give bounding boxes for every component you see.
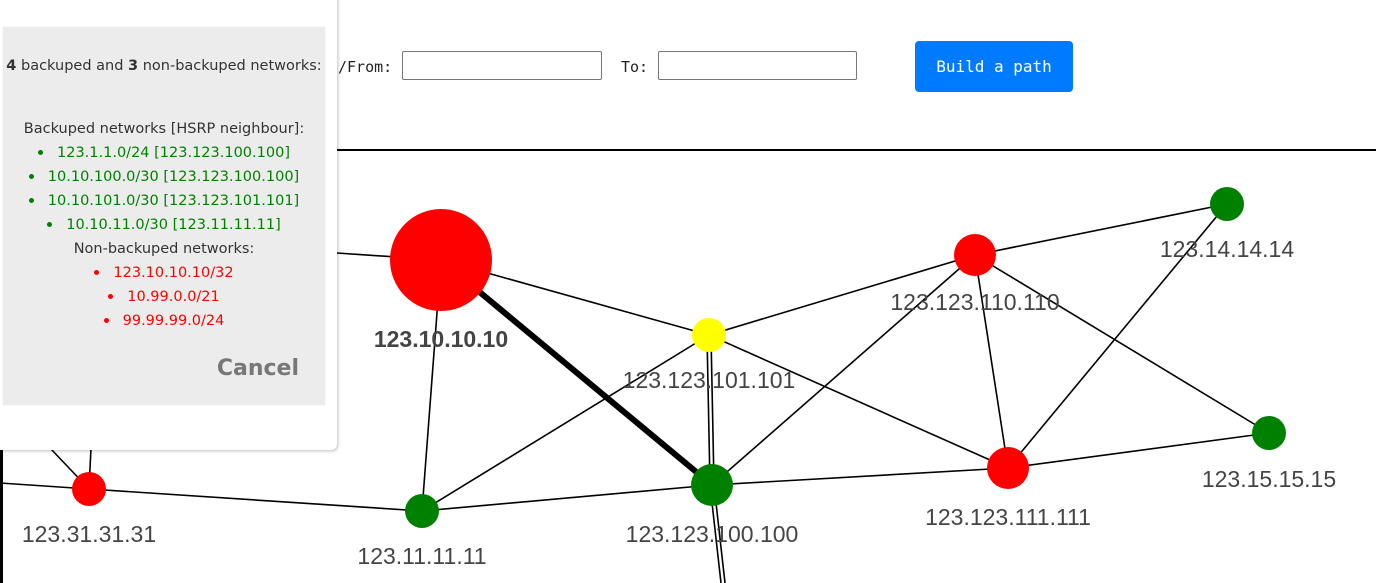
- networks-summary: 4 backuped and 3 non-backuped networks:: [3, 55, 325, 78]
- bullet-icon: [108, 293, 114, 299]
- node-123-123-110-110[interactable]: [954, 234, 996, 276]
- network-text: 99.99.99.0/24: [122, 313, 225, 329]
- edge[interactable]: [706, 334, 711, 486]
- summary-text: backuped and: [16, 58, 129, 74]
- bullet-icon: [38, 149, 43, 155]
- edge[interactable]: [708, 254, 976, 336]
- node-123-123-100-100[interactable]: [691, 464, 733, 506]
- node-123-123-111-111[interactable]: [987, 447, 1029, 489]
- non-backuped-count: 3: [128, 58, 139, 74]
- node-123-15-15-15[interactable]: [1252, 416, 1286, 450]
- network-text: 10.10.100.0/30 [123.123.100.100]: [47, 169, 300, 185]
- edge[interactable]: [421, 484, 713, 512]
- node-123-14-14-14[interactable]: [1210, 187, 1244, 221]
- edge[interactable]: [711, 254, 976, 486]
- list-item: 99.99.99.0/24: [3, 309, 325, 333]
- network-text: 10.10.11.0/30 [123.11.11.11]: [66, 217, 281, 233]
- network-text: 123.10.10.10/32: [113, 265, 234, 281]
- networks-popup: 4 backuped and 3 non-backuped networks: …: [0, 0, 337, 450]
- non-backuped-list: 123.10.10.10/32 10.99.0.0/21 99.99.99.0/…: [3, 261, 325, 333]
- bullet-icon: [94, 269, 100, 275]
- list-item: 10.10.101.0/30 [123.123.101.101]: [3, 189, 325, 213]
- graph-area-border-top: [0, 149, 1376, 151]
- networks-popup-panel: 4 backuped and 3 non-backuped networks: …: [3, 27, 325, 405]
- to-label: To:: [621, 58, 649, 76]
- graph-labels: 123.10.10.10 123.123.101.101 123.123.100…: [22, 236, 1336, 569]
- node-label: 123.10.10.10: [374, 326, 508, 352]
- bullet-icon: [103, 317, 109, 323]
- summary-text: non-backuped networks:: [138, 58, 322, 74]
- from-input[interactable]: [402, 51, 602, 80]
- node-123-123-101-101[interactable]: [692, 318, 726, 352]
- bullet-icon: [28, 173, 34, 179]
- from-label: /From:: [338, 58, 393, 76]
- edge[interactable]: [1007, 203, 1228, 469]
- edge[interactable]: [710, 334, 715, 486]
- node-label: 123.123.110.110: [890, 289, 1059, 315]
- backuped-count: 4: [6, 58, 17, 74]
- node-label: 123.123.101.101: [623, 367, 796, 393]
- cancel-button[interactable]: Cancel: [216, 356, 299, 381]
- node-123-31-31-31[interactable]: [72, 472, 106, 506]
- network-text: 10.10.101.0/30 [123.123.101.101]: [47, 193, 300, 209]
- bullet-icon: [47, 221, 53, 227]
- backuped-heading: Backuped networks [HSRP neighbour]:: [23, 121, 305, 137]
- edge[interactable]: [711, 467, 1009, 486]
- network-text: 123.1.1.0/24 [123.123.100.100]: [57, 145, 290, 161]
- path-toolbar: /From: To: Build a path: [0, 0, 1376, 150]
- node-label: 123.123.100.100: [626, 521, 799, 547]
- edge[interactable]: [974, 254, 1009, 469]
- edge[interactable]: [974, 254, 1270, 434]
- list-item: 10.99.0.0/21: [3, 285, 325, 309]
- graph-nodes: [72, 187, 1286, 528]
- node-123-10-10-10[interactable]: [390, 209, 492, 311]
- edge[interactable]: [974, 203, 1228, 256]
- list-item: 123.10.10.10/32: [3, 261, 325, 285]
- network-text: 10.99.0.0/21: [127, 289, 220, 305]
- edge[interactable]: [1007, 432, 1270, 469]
- bullet-icon: [28, 197, 34, 203]
- backuped-list: 123.1.1.0/24 [123.123.100.100] 10.10.100…: [3, 141, 325, 237]
- node-123-11-11-11[interactable]: [405, 494, 439, 528]
- node-label: 123.14.14.14: [1160, 236, 1295, 262]
- node-label: 123.15.15.15: [1202, 466, 1336, 492]
- to-input[interactable]: [658, 51, 857, 80]
- list-item: 10.10.100.0/30 [123.123.100.100]: [3, 165, 325, 189]
- list-item: 123.1.1.0/24 [123.123.100.100]: [3, 141, 325, 165]
- node-label: 123.31.31.31: [22, 521, 156, 547]
- build-path-button[interactable]: Build a path: [915, 41, 1073, 92]
- edge[interactable]: [88, 488, 423, 512]
- edge[interactable]: [421, 334, 710, 512]
- node-label: 123.123.111.111: [925, 504, 1091, 530]
- highlighted-path-edge[interactable]: [439, 257, 714, 488]
- list-item: 10.10.11.0/30 [123.11.11.11]: [3, 213, 325, 237]
- edge[interactable]: [708, 334, 1009, 469]
- non-backuped-heading: Non-backuped networks:: [73, 241, 255, 257]
- node-label: 123.11.11.11: [357, 543, 486, 569]
